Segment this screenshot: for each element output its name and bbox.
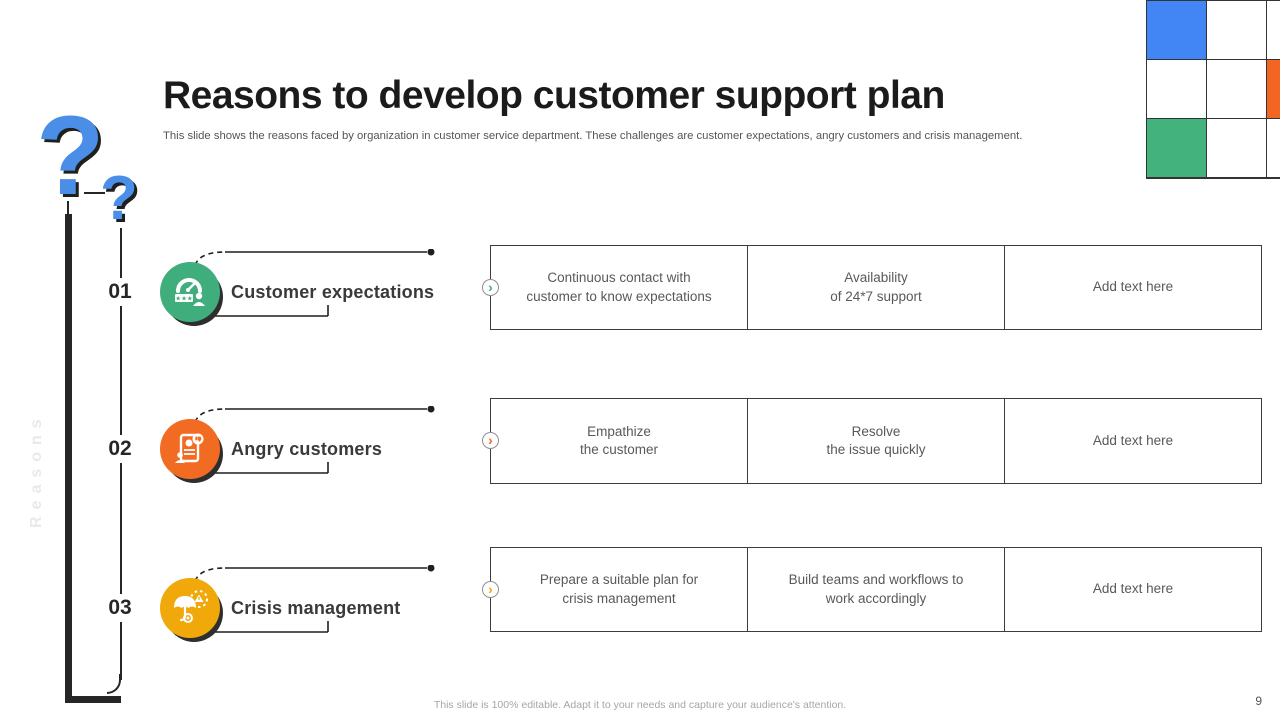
cell-text: Continuous contact with customer to know…	[526, 270, 712, 304]
grid-cell	[1207, 1, 1266, 59]
grid-cell	[1147, 1, 1206, 59]
customer-satisfaction-gauge-icon: ★★★	[160, 262, 220, 322]
bracket-curve	[107, 674, 121, 694]
angry-customer-feedback-icon	[160, 419, 220, 479]
side-label: Reasons	[28, 412, 45, 528]
chevron-right-icon: ›	[482, 581, 499, 598]
chevron-right-icon: ›	[482, 432, 499, 449]
crisis-umbrella-icon	[160, 578, 220, 638]
grid-cell	[1267, 60, 1280, 118]
grid-cell	[1267, 119, 1280, 177]
row-label: Customer expectations	[231, 282, 435, 302]
bracket-line	[67, 201, 69, 215]
question-mark-icon: ?	[100, 164, 138, 233]
row-label: Crisis management	[231, 598, 401, 618]
svg-text:★★★: ★★★	[175, 295, 193, 303]
chevron-glyph: ›	[488, 278, 493, 295]
row-cell-box: Continuous contact with customer to know…	[490, 245, 1262, 330]
row-number: 01	[102, 278, 138, 306]
cell-placeholder[interactable]: Add text here	[1004, 246, 1261, 329]
cell-placeholder[interactable]: Add text here	[1004, 548, 1261, 631]
cell-text: Availability of 24*7 support	[747, 246, 1004, 329]
bracket-line	[65, 696, 121, 703]
cell-text: Build teams and workflows to work accord…	[747, 548, 1004, 631]
decor-color-grid	[1146, 0, 1280, 179]
footer-note: This slide is 100% editable. Adapt it to…	[433, 699, 847, 711]
grid-cell	[1207, 119, 1266, 177]
cell-text: Prepare a suitable plan for crisis manag…	[539, 572, 699, 606]
cell-text: Empathize the customer	[579, 423, 659, 457]
cell-placeholder[interactable]: Add text here	[1004, 399, 1261, 483]
question-mark-icon: ?	[36, 93, 105, 218]
grid-cell	[1147, 60, 1206, 118]
row-cell-box: Prepare a suitable plan for crisis manag…	[490, 547, 1262, 632]
bracket-line	[84, 192, 105, 194]
bracket-line	[65, 214, 72, 703]
row-label: Angry customers	[231, 439, 383, 459]
chevron-glyph: ›	[488, 580, 493, 597]
grid-cell	[1207, 60, 1266, 118]
row-number: 03	[102, 594, 138, 622]
row-cell-box: Empathize the customer Resolve the issue…	[490, 398, 1262, 484]
chevron-glyph: ›	[488, 431, 493, 448]
chevron-right-icon: ›	[482, 279, 499, 296]
row-connector-line	[194, 565, 435, 633]
page-number: 9	[1255, 694, 1262, 708]
grid-cell	[1147, 119, 1206, 177]
cell-text: Resolve the issue quickly	[747, 399, 1004, 483]
row-number: 02	[102, 435, 138, 463]
page-subtitle: This slide shows the reasons faced by or…	[163, 130, 1023, 142]
page-title: Reasons to develop customer support plan	[163, 74, 945, 117]
grid-cell	[1267, 1, 1280, 59]
